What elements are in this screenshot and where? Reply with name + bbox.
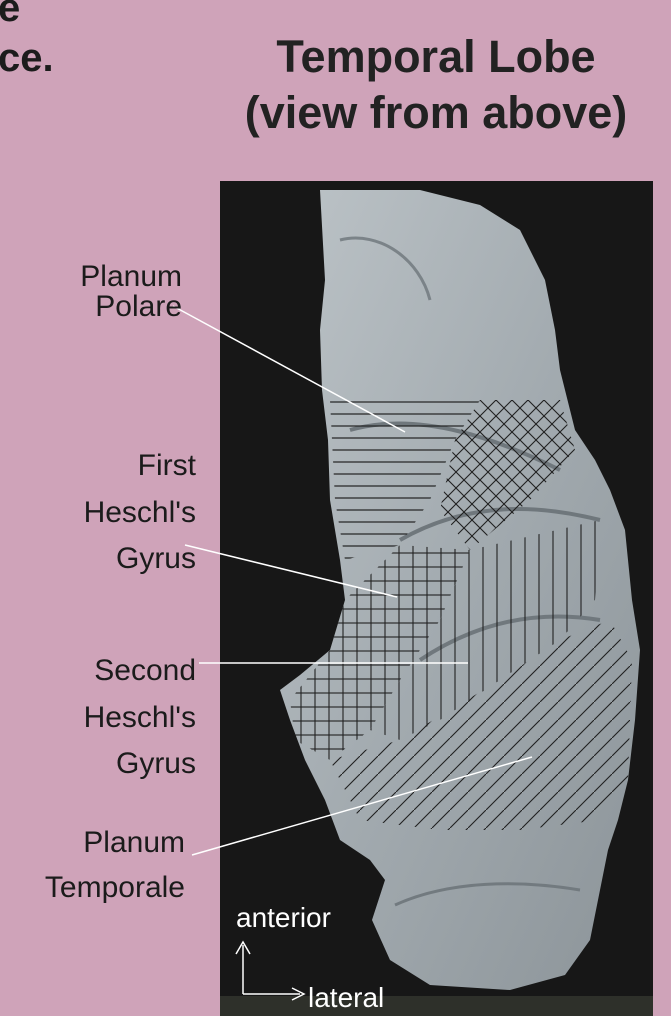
label-planum-polare: Planum Polare bbox=[20, 262, 182, 322]
label-line: Gyrus bbox=[20, 741, 196, 788]
label-second-heschls-gyrus: Second Heschl's Gyrus bbox=[20, 648, 196, 788]
panel-bottom-strip bbox=[220, 996, 653, 1016]
label-line: Planum bbox=[20, 262, 182, 292]
label-planum-temporale: Planum Temporale bbox=[0, 820, 185, 910]
label-line: Second bbox=[20, 648, 196, 695]
lateral-label: lateral bbox=[308, 984, 384, 1012]
label-first-heschls-gyrus: First Heschl's Gyrus bbox=[20, 443, 196, 583]
label-line: Polare bbox=[20, 292, 182, 322]
label-line: Temporale bbox=[0, 865, 185, 910]
anterior-label: anterior bbox=[236, 904, 331, 932]
label-line: First bbox=[20, 443, 196, 490]
label-line: Planum bbox=[0, 820, 185, 865]
label-line: Gyrus bbox=[20, 536, 196, 583]
label-line: Heschl's bbox=[20, 695, 196, 742]
label-line: Heschl's bbox=[20, 490, 196, 537]
